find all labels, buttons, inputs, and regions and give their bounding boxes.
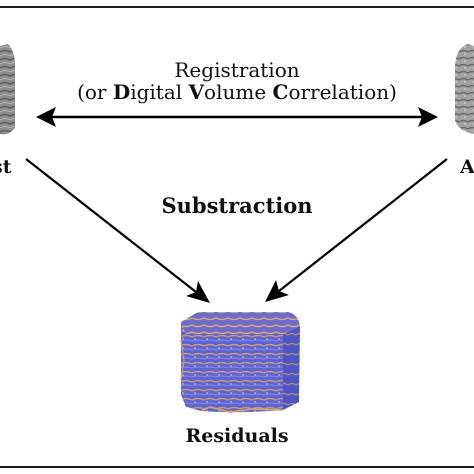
subtraction-label: Substraction xyxy=(161,193,313,218)
dvc-label: (or Digital Volume Correlation) xyxy=(77,80,397,104)
subtraction-arrow-right xyxy=(265,158,448,302)
residuals-label: Residuals xyxy=(185,425,289,447)
deformed-volume-label: A xyxy=(460,156,474,178)
diagram-frame xyxy=(0,6,474,468)
registration-double-arrow xyxy=(36,107,438,127)
reference-volume-label: st xyxy=(0,156,12,178)
reference-volume-image xyxy=(0,44,16,135)
subtraction-arrow-left xyxy=(25,158,210,303)
deformed-volume-image xyxy=(455,44,474,134)
residuals-volume-image xyxy=(180,312,300,413)
registration-label: Registration xyxy=(174,58,300,82)
